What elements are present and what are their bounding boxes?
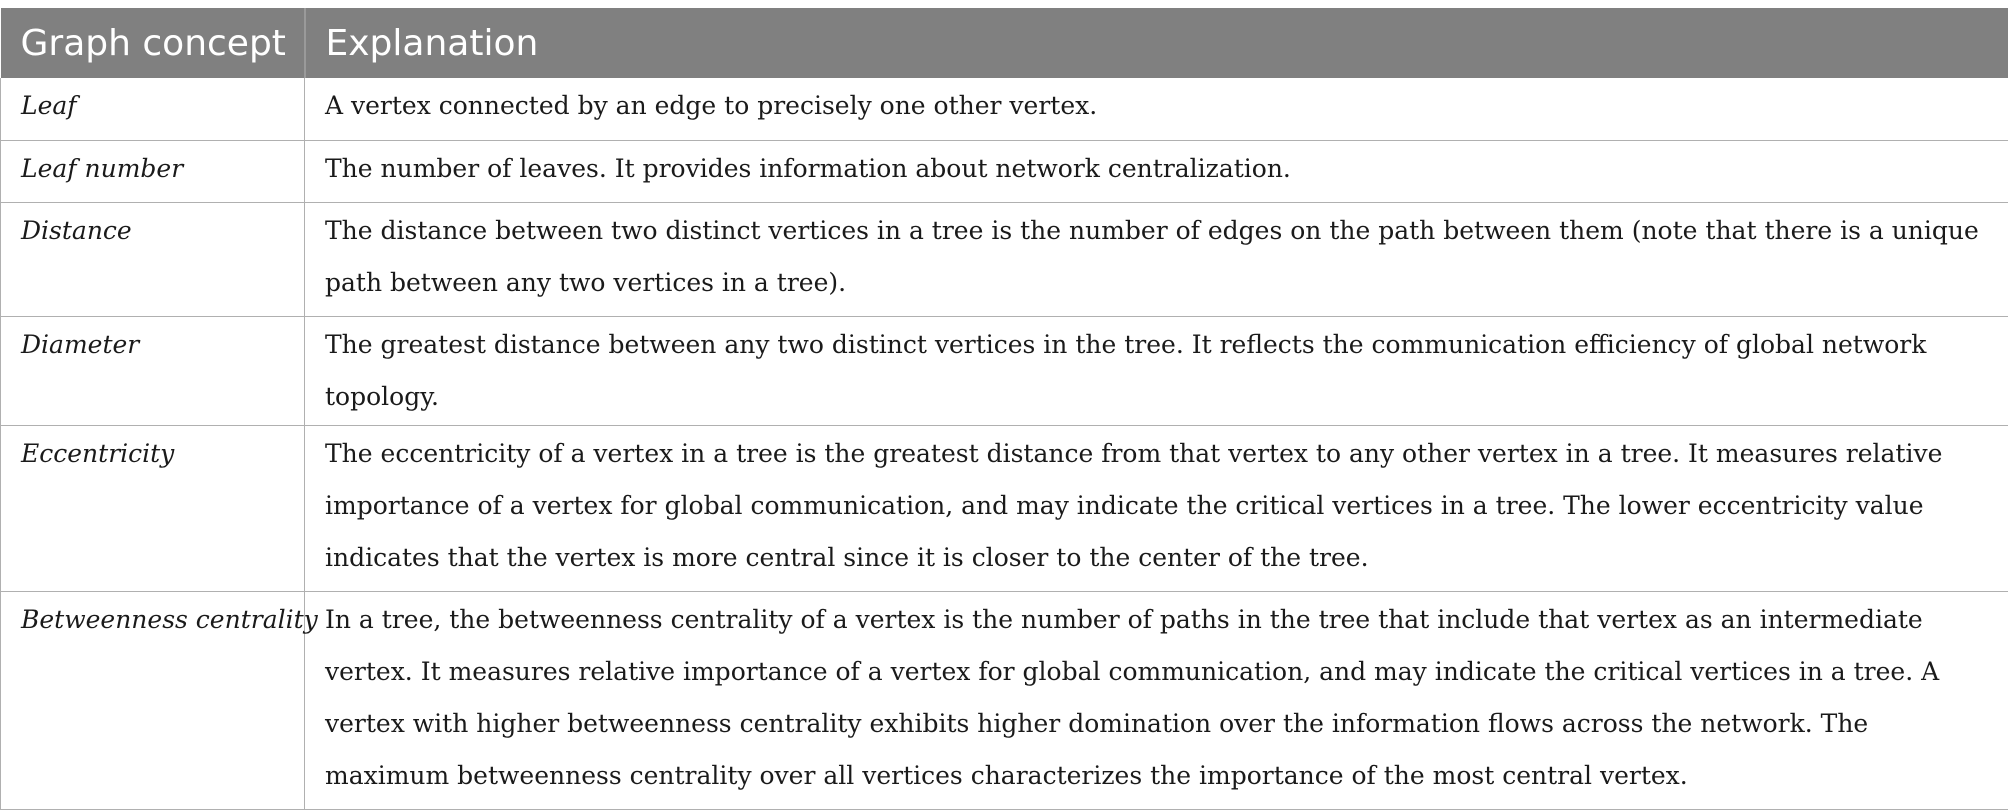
- concept-cell: Diameter: [1, 316, 305, 425]
- table-row: Betweenness centrality In a tree, the be…: [1, 591, 2008, 809]
- concept-cell: Distance: [1, 202, 305, 316]
- explanation-cell: The distance between two distinct vertic…: [305, 202, 2008, 316]
- concept-cell: Eccentricity: [1, 425, 305, 591]
- header-explanation: Explanation: [305, 8, 2008, 78]
- graph-concepts-table: Graph concept Explanation Leaf A vertex …: [0, 8, 2008, 810]
- concept-cell: Leaf number: [1, 140, 305, 202]
- explanation-cell: The eccentricity of a vertex in a tree i…: [305, 425, 2008, 591]
- table-row: Eccentricity The eccentricity of a verte…: [1, 425, 2008, 591]
- concept-cell: Betweenness centrality: [1, 591, 305, 809]
- explanation-cell: The number of leaves. It provides inform…: [305, 140, 2008, 202]
- header-graph-concept: Graph concept: [1, 8, 305, 78]
- graph-concepts-table-container: Graph concept Explanation Leaf A vertex …: [0, 8, 2008, 810]
- table-row: Diameter The greatest distance between a…: [1, 316, 2008, 425]
- explanation-cell: In a tree, the betweenness centrality of…: [305, 591, 2008, 809]
- table-row: Distance The distance between two distin…: [1, 202, 2008, 316]
- explanation-cell: A vertex connected by an edge to precise…: [305, 78, 2008, 140]
- concept-cell: Leaf: [1, 78, 305, 140]
- table-row: Leaf number The number of leaves. It pro…: [1, 140, 2008, 202]
- table-row: Leaf A vertex connected by an edge to pr…: [1, 78, 2008, 140]
- table-header-row: Graph concept Explanation: [1, 8, 2008, 78]
- explanation-cell: The greatest distance between any two di…: [305, 316, 2008, 425]
